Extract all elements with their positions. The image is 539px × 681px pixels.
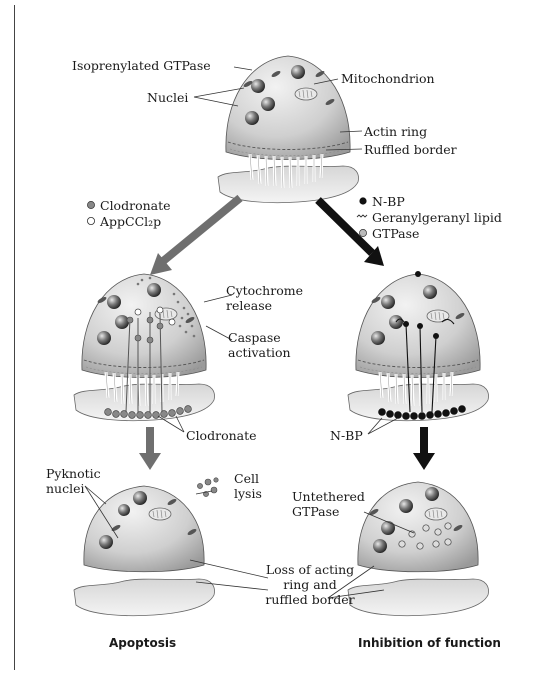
label-untethered-gtpase: Untethered GTPase: [292, 489, 365, 519]
label-ruffled-border: Ruffled border: [364, 142, 457, 157]
label-clodronate-bottom: Clodronate: [186, 428, 257, 443]
label-isoprenylated-gtpase: Isoprenylated GTPase: [72, 58, 211, 73]
nucleus: [291, 65, 305, 79]
legend-nbp: N-BP: [372, 194, 405, 209]
caption-inhibition: Inhibition of function: [358, 636, 501, 651]
nucleus: [261, 97, 275, 111]
label-mitochondrion: Mitochondrion: [341, 71, 435, 86]
legend-appccl2p: AppCCl₂p: [100, 214, 161, 229]
cell-left-bottom: [74, 478, 218, 616]
cell-right-middle: [348, 271, 488, 421]
arrow-left-down: [139, 427, 161, 470]
label-loss-of-ring: Loss of acting ring and ruffled border: [262, 562, 358, 607]
label-actin-ring: Actin ring: [364, 124, 427, 139]
label-cytochrome-release: Cytochrome release: [226, 283, 303, 313]
cell-top: [218, 56, 358, 203]
label-pyknotic-nuclei: Pyknotic nuclei: [46, 466, 101, 496]
label-cell-lysis: Cell lysis: [234, 471, 262, 501]
legend-right-symbols: [357, 197, 367, 236]
legend-gtpase: GTPase: [372, 226, 419, 241]
caption-apoptosis: Apoptosis: [109, 636, 176, 651]
legend-left-symbols: [87, 201, 94, 224]
cell-left-middle: [74, 274, 214, 421]
label-nuclei: Nuclei: [147, 90, 188, 105]
legend-clodronate: Clodronate: [100, 198, 171, 213]
arrow-right-down: [413, 427, 435, 470]
nucleus: [245, 111, 259, 125]
nucleus: [251, 79, 265, 93]
cell-right-bottom: [348, 482, 488, 616]
legend-geranylgeranyl-lipid: Geranylgeranyl lipid: [372, 210, 502, 225]
label-caspase-activation: Caspase activation: [228, 330, 291, 360]
label-nbp-bottom: N-BP: [330, 428, 363, 443]
